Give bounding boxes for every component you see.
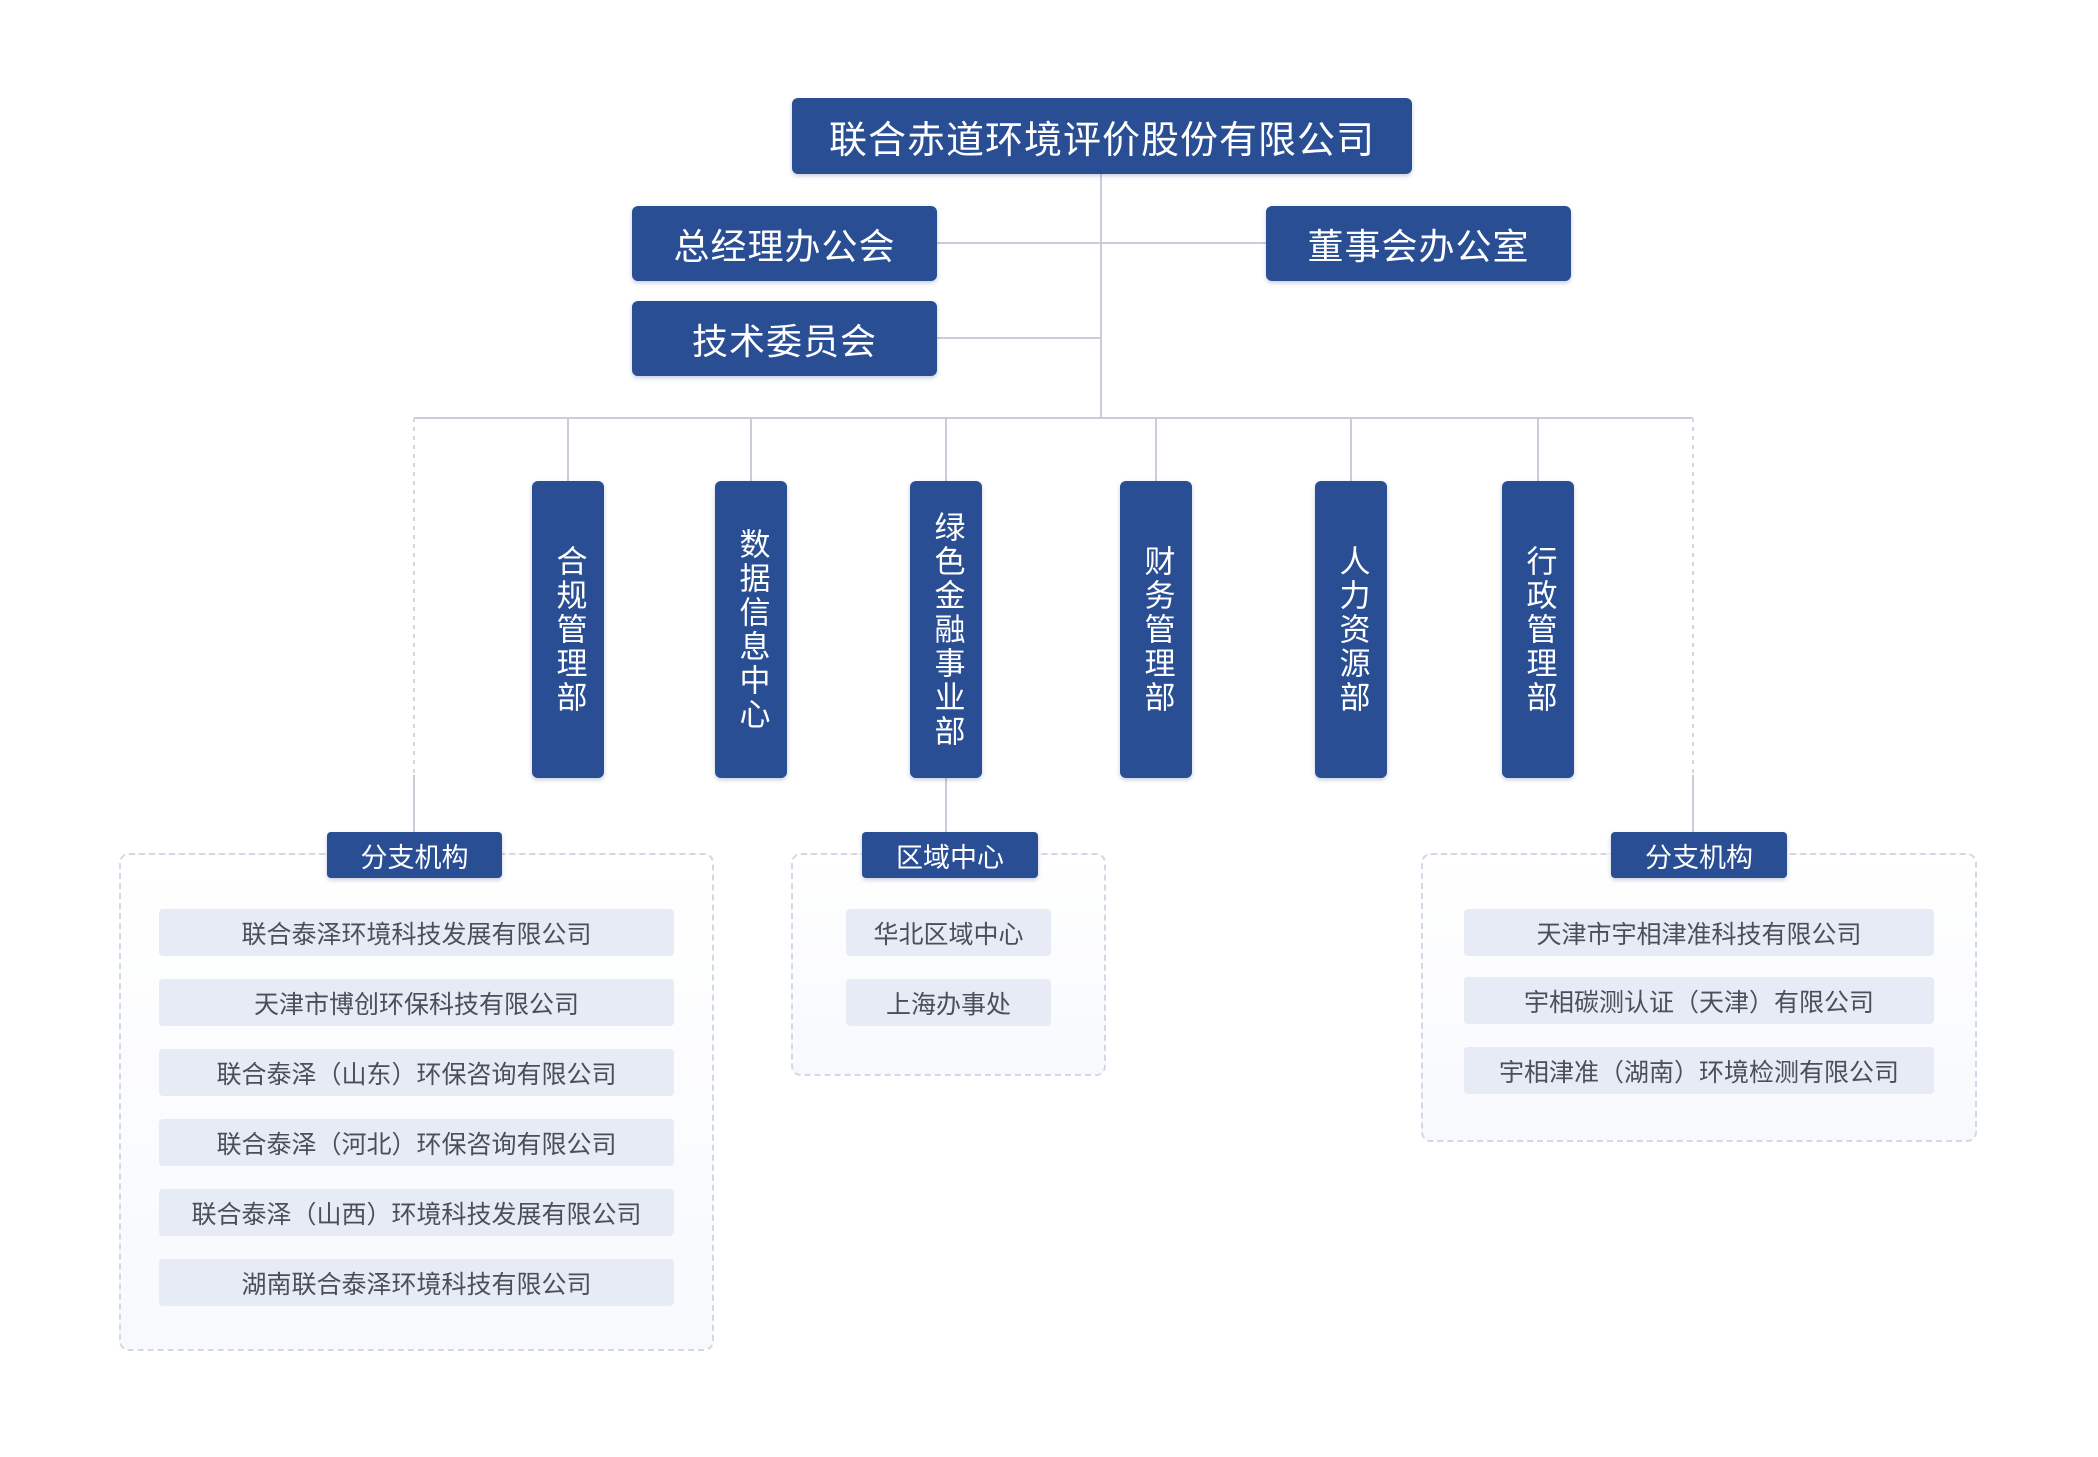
left-branch-item: 天津市博创环保科技有限公司 bbox=[159, 979, 674, 1026]
left-branch-item: 联合泰泽（山东）环保咨询有限公司 bbox=[159, 1049, 674, 1096]
board-office-box: 董事会办公室 bbox=[1266, 206, 1571, 281]
gm-office-box: 总经理办公会 bbox=[632, 206, 937, 281]
department-data-info-center: 数据信息中心 bbox=[715, 481, 787, 778]
region-center-panel bbox=[791, 853, 1106, 1076]
left-branch-item: 联合泰泽（山西）环境科技发展有限公司 bbox=[159, 1189, 674, 1236]
department-compliance: 合规管理部 bbox=[532, 481, 604, 778]
right-branch-item: 天津市宇相津准科技有限公司 bbox=[1464, 909, 1934, 956]
right-branch-item: 宇相津准（湖南）环境检测有限公司 bbox=[1464, 1047, 1934, 1094]
root-company-box: 联合赤道环境评价股份有限公司 bbox=[792, 98, 1412, 174]
left-branch-item: 联合泰泽环境科技发展有限公司 bbox=[159, 909, 674, 956]
left-branch-item: 联合泰泽（河北）环保咨询有限公司 bbox=[159, 1119, 674, 1166]
region-item: 华北区域中心 bbox=[846, 909, 1051, 956]
region-center-tag: 区域中心 bbox=[862, 832, 1038, 878]
left-branch-item: 湖南联合泰泽环境科技有限公司 bbox=[159, 1259, 674, 1306]
right-branch-item: 宇相碳测认证（天津）有限公司 bbox=[1464, 977, 1934, 1024]
tech-committee-box: 技术委员会 bbox=[632, 301, 937, 376]
right-branch-tag: 分支机构 bbox=[1611, 832, 1787, 878]
department-green-finance: 绿色金融事业部 bbox=[910, 481, 982, 778]
department-finance: 财务管理部 bbox=[1120, 481, 1192, 778]
left-branch-tag: 分支机构 bbox=[327, 832, 502, 878]
department-admin: 行政管理部 bbox=[1502, 481, 1574, 778]
region-item: 上海办事处 bbox=[846, 979, 1051, 1026]
department-hr: 人力资源部 bbox=[1315, 481, 1387, 778]
